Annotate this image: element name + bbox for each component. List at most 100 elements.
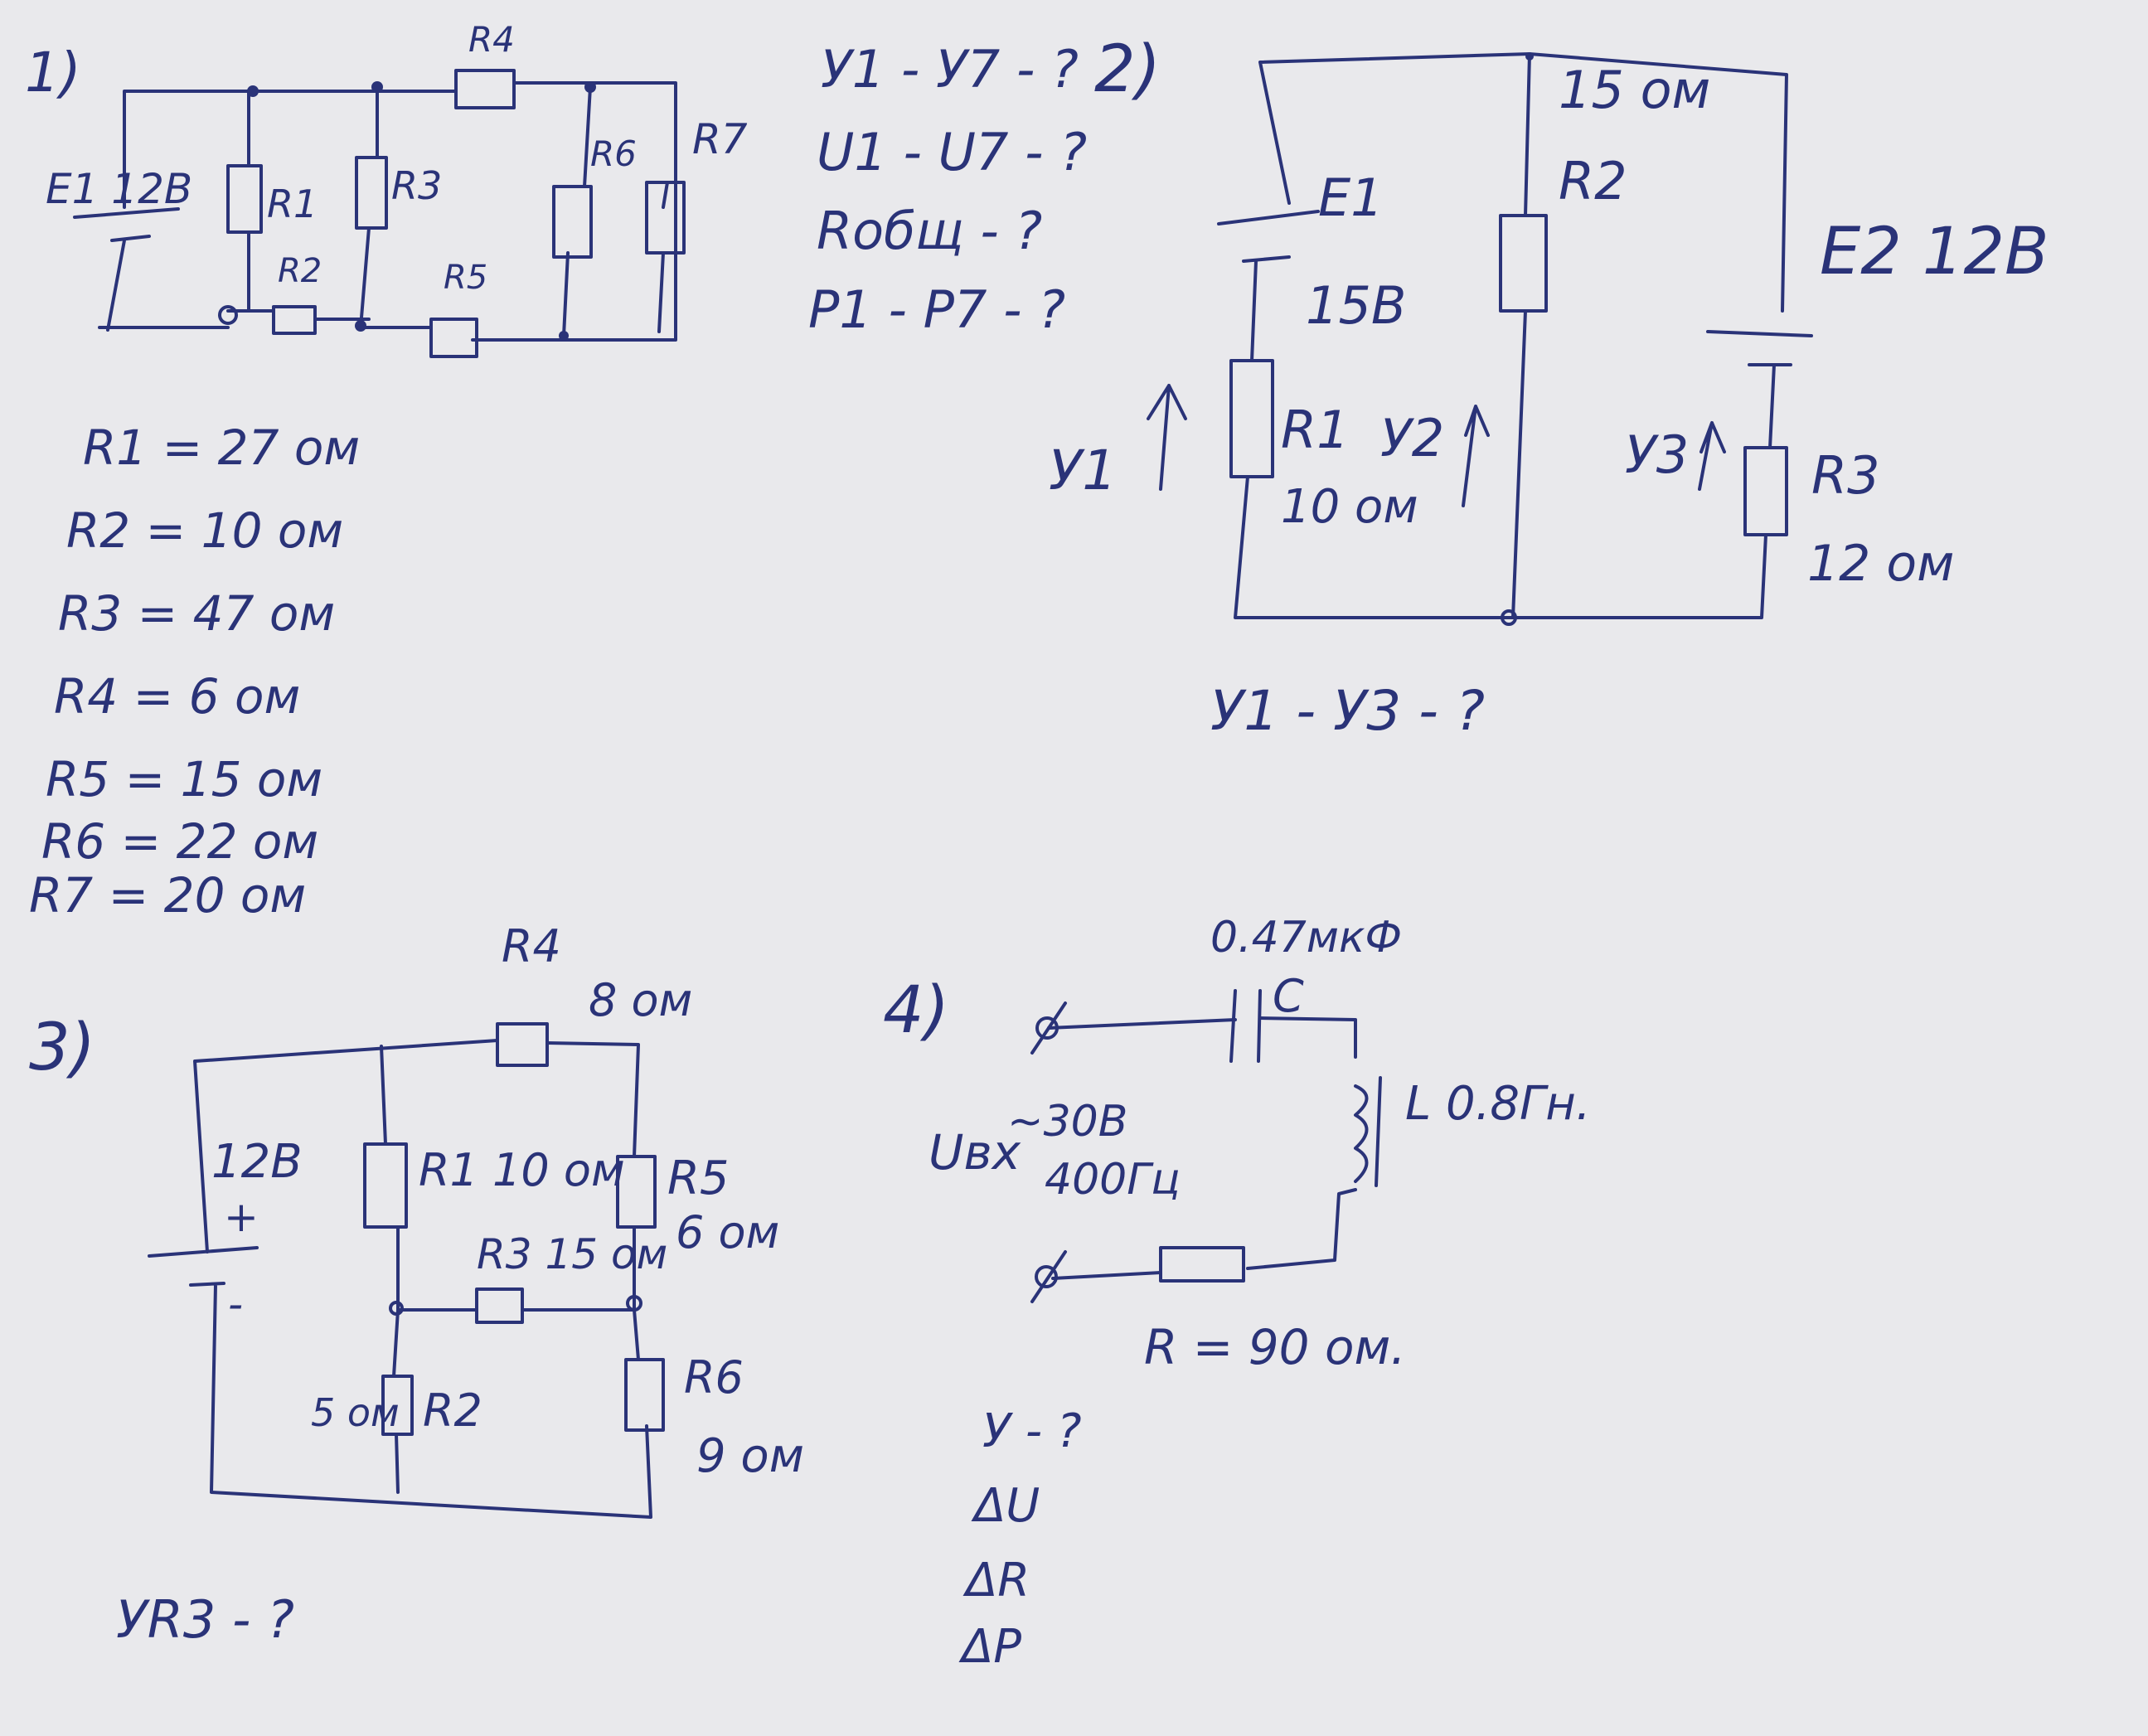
resistor-r2 (381, 1375, 414, 1436)
resistor-r6 (624, 1358, 665, 1432)
r4-label: R4 (468, 19, 515, 60)
problem-3-number: 3) (29, 1011, 95, 1085)
input-frequency: 400Гц (1045, 1155, 1181, 1205)
resistor-r1 (1229, 359, 1274, 478)
resistor-r (1159, 1246, 1245, 1283)
terminal-slash (1030, 1001, 1067, 1055)
resistor-r1 (226, 164, 263, 234)
problem-1-givens: R1 = 27 ом R2 = 10 ом R3 = 47 ом R4 = 6 … (29, 419, 360, 924)
e2-label: E2 12B (1820, 215, 2049, 289)
problem-4-number: 4) (883, 973, 949, 1048)
node (584, 81, 596, 93)
e1-value: 15B (1306, 275, 1406, 336)
r2-value: 15 ом (1559, 60, 1710, 120)
inductor-core (1375, 1076, 1382, 1187)
circuit-3: 12B + - R1 10 ом R3 15 ом R4 8 ом R5 6 о… (148, 920, 804, 1519)
l-label: L 0.8Гн. (1405, 1077, 1591, 1131)
input-voltage: ~30B (1007, 1097, 1127, 1147)
r7-label: R7 (692, 115, 748, 163)
source-e1-label: E1 12B (46, 165, 192, 213)
question: ΔR (962, 1554, 1030, 1607)
inductor (1354, 1084, 1369, 1183)
capacitor (1229, 989, 1262, 1063)
given-r4: R4 = 6 ом (54, 668, 300, 725)
r6-name: R6 (684, 1351, 744, 1404)
source-value: 12B (211, 1135, 303, 1189)
question: ΔP (958, 1620, 1021, 1674)
node (626, 1295, 642, 1312)
problem-1-questions: У1 - У7 - ? U1 - U7 - ? Rобщ - ? P1 - P7… (808, 39, 1087, 340)
wire (1047, 1016, 1357, 1059)
circuit-4: 0.47мкФ C L 0.8Гн. Uвх ~30B 400Гц R = 90… (929, 913, 1591, 1375)
given-r7: R7 = 20 ом (29, 867, 306, 924)
given-r3: R3 = 47 ом (58, 585, 335, 642)
wire (562, 85, 592, 337)
given-r2: R2 = 10 ом (66, 502, 343, 559)
node (371, 81, 383, 93)
e1-label: E1 (1318, 167, 1384, 228)
r3-value: 12 ом (1807, 535, 1954, 593)
r1-label: R1 (267, 182, 318, 226)
resistor-r3 (475, 1287, 524, 1324)
circuit-2: E1 15B R2 15 ом E2 12B R1 10 ом У1 У2 У3… (1049, 52, 2049, 626)
wire (1051, 1271, 1162, 1280)
r5-value: 6 ом (676, 1206, 779, 1258)
circuit-1: E1 12B R1 R2 R3 R4 R5 R6 R7 (46, 19, 748, 358)
battery-e2 (1706, 330, 1813, 449)
input-terminal-bottom (1035, 1265, 1058, 1288)
question: У - ? (982, 1404, 1082, 1458)
resistor-r3 (355, 156, 388, 230)
problem-2: 2) E1 15B R2 15 ом E2 12B R1 10 ом У1 (1049, 32, 2049, 743)
r4-value: 8 ом (589, 974, 692, 1026)
current-arrow-2 (1462, 405, 1490, 507)
r2-name: R2 (423, 1384, 482, 1437)
wire (148, 1246, 652, 1519)
wire (1234, 475, 1767, 619)
problem-4-questions: У - ? ΔU ΔR ΔP (958, 1404, 1082, 1674)
c-value: 0.47мкФ (1210, 913, 1402, 963)
problem-1-number: 1) (25, 41, 81, 104)
node (559, 331, 569, 341)
node (1525, 52, 1534, 61)
r1-value: 10 ом (1281, 480, 1418, 534)
current-3-label: У3 (1625, 424, 1689, 485)
problem-3: 3) 12B + - R1 10 ом R3 15 ом R4 8 ом R5 … (29, 920, 804, 1650)
battery-e1 (1217, 210, 1320, 362)
r3-label: R3 15 ом (477, 1230, 667, 1278)
wire (392, 1308, 640, 1494)
current-2-label: У2 (1380, 408, 1444, 468)
r5-label: R5 (444, 259, 487, 297)
wire (193, 1039, 640, 1254)
node (355, 320, 366, 332)
problem-4: 4) 0.47мкФ C L 0.8Гн. Uвх ~30B 400Гц R =… (883, 913, 1591, 1674)
resistor-r6 (552, 185, 593, 259)
node (1501, 609, 1517, 626)
r6-label: R6 (590, 133, 637, 174)
current-arrow-1 (1147, 384, 1187, 491)
question: P1 - P7 - ? (808, 279, 1065, 340)
resistor-r2 (1499, 214, 1548, 313)
current-arrow-3 (1698, 421, 1726, 491)
resistor-r4 (496, 1022, 549, 1067)
resistor-r3 (1743, 446, 1788, 536)
wire (657, 181, 669, 333)
r1-label: R1 (1281, 400, 1350, 460)
problem-2-question: У1 - У3 - ? (1210, 679, 1485, 743)
problem-2-number: 2) (1094, 32, 1161, 107)
r3-label: R3 (391, 163, 442, 208)
resistor-r5 (429, 318, 478, 358)
c-label: C (1273, 970, 1304, 1022)
node (218, 305, 238, 325)
resistor-r7 (645, 181, 686, 255)
wire (226, 309, 371, 321)
resistor-r2 (272, 305, 317, 335)
r2-value: 5 ом (311, 1390, 400, 1435)
wire (123, 90, 458, 209)
r1-label: R1 10 ом (419, 1144, 625, 1196)
question: U1 - U7 - ? (817, 122, 1087, 182)
resistor-r1 (363, 1142, 408, 1229)
problem-3-question: УR3 - ? (116, 1589, 294, 1650)
problem-1: 1) (25, 19, 1087, 924)
input-terminal-top (1035, 1016, 1059, 1040)
